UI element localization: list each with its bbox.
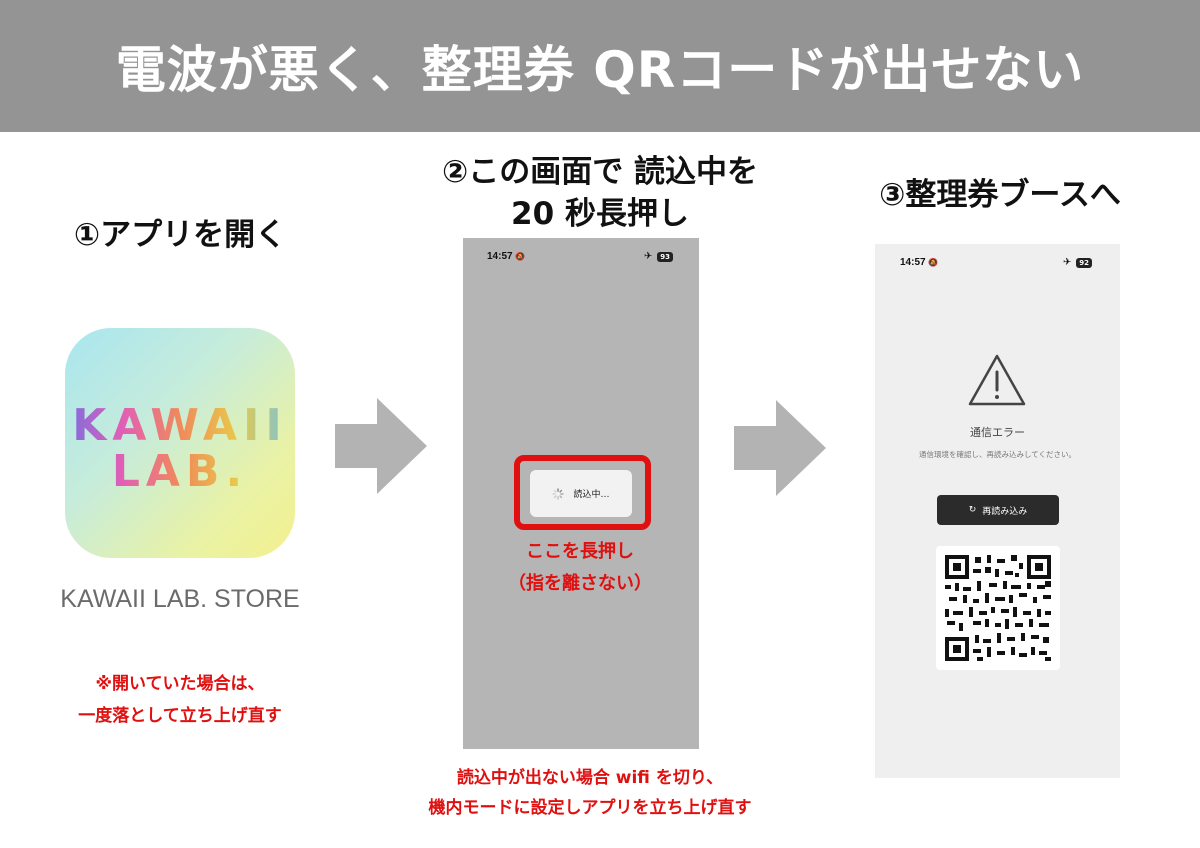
app-name-label: KAWAII LAB. STORE bbox=[60, 585, 300, 613]
wifi-note-line2: 機内モードに設定しアプリを立ち上げ直す bbox=[428, 798, 752, 818]
status-bar-right: ✈ 93 bbox=[644, 251, 673, 262]
battery-icon: 92 bbox=[1076, 257, 1092, 268]
step1-title: ①アプリを開く bbox=[73, 217, 287, 253]
long-press-note-line1: ここを長押し bbox=[526, 541, 634, 562]
step2-title: ②この画面で 読込中を 20 秒長押し bbox=[380, 151, 820, 235]
step2-title-line2: 20 秒長押し bbox=[511, 196, 689, 232]
arrow-right-icon bbox=[734, 400, 826, 496]
logo-text-line2: LAB. bbox=[65, 446, 295, 497]
phone-screen-error: 14:57 🔕 ✈ 92 通信エラー 通信環境を確認し、再読み込みしてください。… bbox=[875, 244, 1120, 778]
error-description: 通信環境を確認し、再読み込みしてください。 bbox=[918, 450, 1077, 459]
app-icon[interactable]: KAWAII LAB. bbox=[65, 328, 295, 558]
qr-code-card bbox=[936, 546, 1060, 670]
error-title: 通信エラー bbox=[970, 426, 1025, 439]
reopen-note-line2: 一度落として立ち上げ直す bbox=[78, 706, 282, 726]
loading-indicator[interactable]: 読込中… bbox=[530, 470, 632, 517]
battery-icon: 93 bbox=[657, 251, 673, 262]
reload-icon: ↻ bbox=[968, 505, 977, 515]
status-bar-right: ✈ 92 bbox=[1063, 257, 1092, 268]
reopen-note: ※開いていた場合は、 一度落として立ち上げ直す bbox=[40, 668, 320, 732]
long-press-highlight bbox=[514, 455, 651, 530]
bell-off-icon: 🔕 bbox=[928, 258, 939, 267]
reload-button-label: 再読み込み bbox=[982, 506, 1028, 517]
logo-text-line1: KAWAII bbox=[65, 400, 295, 451]
status-bar-time: 14:57 🔕 bbox=[487, 251, 525, 262]
bell-off-icon: 🔕 bbox=[515, 252, 526, 261]
status-time-text: 14:57 bbox=[900, 257, 926, 268]
spinner-icon bbox=[552, 487, 565, 500]
loading-text: 読込中… bbox=[573, 490, 610, 500]
banner-title: 電波が悪く、整理券 QRコードが出せない bbox=[115, 41, 1085, 99]
long-press-note: ここを長押し （指を離さない） bbox=[460, 536, 700, 600]
long-press-note-line2: （指を離さない） bbox=[508, 573, 652, 594]
warning-icon bbox=[968, 354, 1026, 406]
reopen-note-line1: ※開いていた場合は、 bbox=[95, 674, 265, 694]
step3-title: ③整理券ブースへ bbox=[879, 177, 1121, 213]
phone-screen-loading: 14:57 🔕 ✈ 93 読込中… bbox=[463, 238, 699, 749]
arrow-right-icon bbox=[335, 398, 427, 494]
reload-button[interactable]: ↻ 再読み込み bbox=[937, 495, 1059, 525]
airplane-icon: ✈ bbox=[643, 251, 653, 262]
wifi-note: 読込中が出ない場合 wifi を切り、 機内モードに設定しアプリを立ち上げ直す bbox=[330, 763, 850, 823]
status-time-text: 14:57 bbox=[487, 251, 513, 262]
status-bar-time: 14:57 🔕 bbox=[900, 257, 938, 268]
airplane-icon: ✈ bbox=[1062, 257, 1072, 268]
qr-code bbox=[945, 555, 1051, 661]
wifi-note-line1: 読込中が出ない場合 wifi を切り、 bbox=[456, 768, 724, 788]
step2-title-line1: ②この画面で 読込中を bbox=[441, 154, 759, 190]
header-banner: 電波が悪く、整理券 QRコードが出せない bbox=[0, 0, 1200, 132]
